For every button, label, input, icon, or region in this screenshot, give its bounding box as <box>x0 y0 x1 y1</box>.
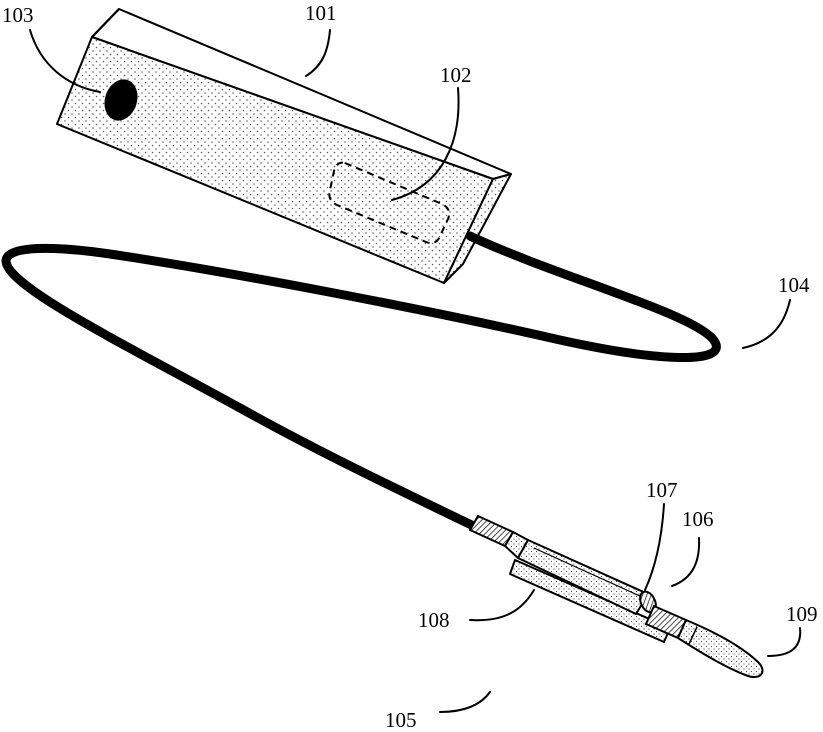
label-102: 102 <box>440 63 472 87</box>
leader-104 <box>743 300 790 348</box>
leader-108 <box>470 590 534 620</box>
label-106: 106 <box>682 507 714 531</box>
label-107: 107 <box>646 478 678 502</box>
cable-104 <box>6 236 716 532</box>
tip-109 <box>678 620 763 677</box>
handpiece-105 <box>470 516 763 677</box>
label-105: 105 <box>385 708 417 732</box>
label-101: 101 <box>305 1 337 25</box>
leader-107 <box>645 504 664 590</box>
leader-105 <box>440 692 490 712</box>
leader-101 <box>306 30 330 76</box>
label-108: 108 <box>418 608 450 632</box>
label-103: 103 <box>2 3 34 27</box>
label-109: 109 <box>786 602 818 626</box>
leader-109 <box>768 628 800 656</box>
leader-106 <box>672 538 699 586</box>
housing-box <box>57 9 511 283</box>
label-104: 104 <box>778 273 810 297</box>
